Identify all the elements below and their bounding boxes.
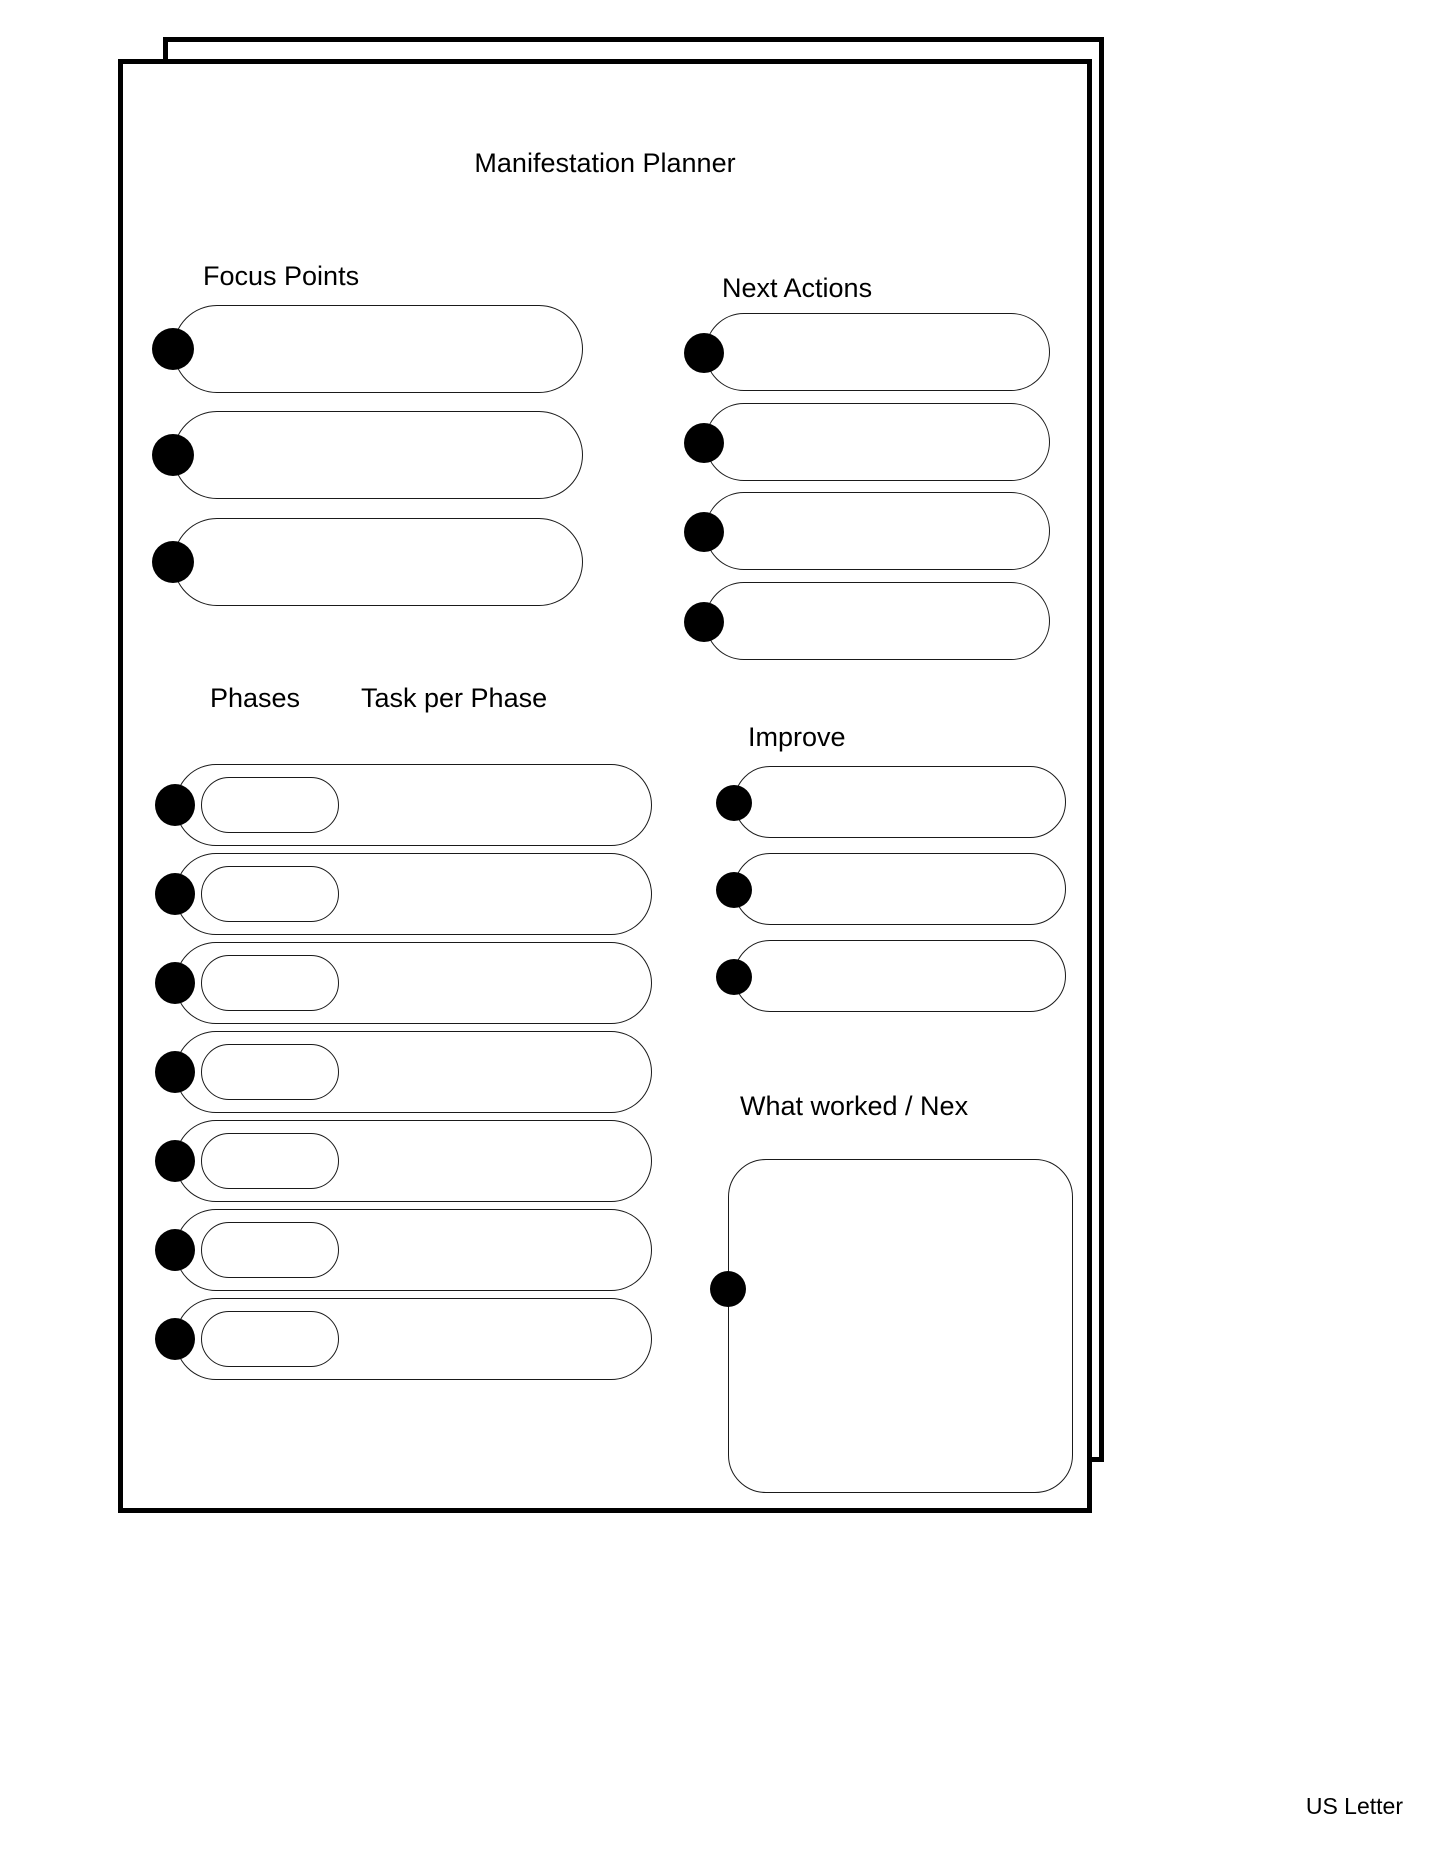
phase-row-3[interactable] [175,942,652,1024]
improve-field-1[interactable] [734,766,1066,838]
phase-row-7[interactable] [175,1298,652,1380]
section-heading-next-actions: Next Actions [722,273,873,303]
phase-name-field-1[interactable] [201,777,339,833]
phase-name-field-3[interactable] [201,955,339,1011]
phase-name-field-5[interactable] [201,1133,339,1189]
improve-field-3[interactable] [734,940,1066,1012]
planner-canvas: Manifestation Planner Focus Points Next … [118,59,1092,1513]
section-heading-focus-points: Focus Points [203,261,360,291]
bullet-knob-icon [155,1229,195,1271]
focus-point-field-1[interactable] [173,305,583,393]
next-action-field-2[interactable] [705,403,1050,481]
what-worked-notes-field[interactable] [728,1159,1073,1493]
next-action-field-1[interactable] [705,313,1050,391]
section-heading-improve: Improve [748,722,846,752]
section-heading-task-per-phase: Task per Phase [361,683,548,713]
bullet-knob-icon [684,512,724,552]
section-heading-phases: Phases [210,683,301,713]
phase-row-6[interactable] [175,1209,652,1291]
focus-point-field-3[interactable] [173,518,583,606]
phase-name-field-4[interactable] [201,1044,339,1100]
bullet-knob-icon [155,784,195,826]
phase-row-1[interactable] [175,764,652,846]
phase-row-5[interactable] [175,1120,652,1202]
bullet-knob-icon [716,872,752,908]
bullet-knob-icon [684,423,724,463]
improve-field-2[interactable] [734,853,1066,925]
phase-name-field-6[interactable] [201,1222,339,1278]
bullet-knob-icon [155,1318,195,1360]
bullet-knob-icon [155,962,195,1004]
phase-name-field-7[interactable] [201,1311,339,1367]
phase-row-4[interactable] [175,1031,652,1113]
bullet-knob-icon [152,434,194,476]
bullet-knob-icon [152,328,194,370]
bullet-knob-icon [155,1140,195,1182]
paper-size-label: US Letter [1305,1793,1403,1819]
next-action-field-4[interactable] [705,582,1050,660]
page-title: Manifestation Planner [474,148,736,178]
focus-point-field-2[interactable] [173,411,583,499]
bullet-knob-icon [155,873,195,915]
bullet-knob-icon [684,602,724,642]
bullet-knob-icon [710,1271,746,1307]
phase-name-field-2[interactable] [201,866,339,922]
phase-row-2[interactable] [175,853,652,935]
bullet-knob-icon [152,541,194,583]
section-heading-what-worked: What worked / Nex [740,1091,969,1121]
bullet-knob-icon [716,785,752,821]
next-action-field-3[interactable] [705,492,1050,570]
bullet-knob-icon [155,1051,195,1093]
bullet-knob-icon [684,333,724,373]
bullet-knob-icon [716,959,752,995]
